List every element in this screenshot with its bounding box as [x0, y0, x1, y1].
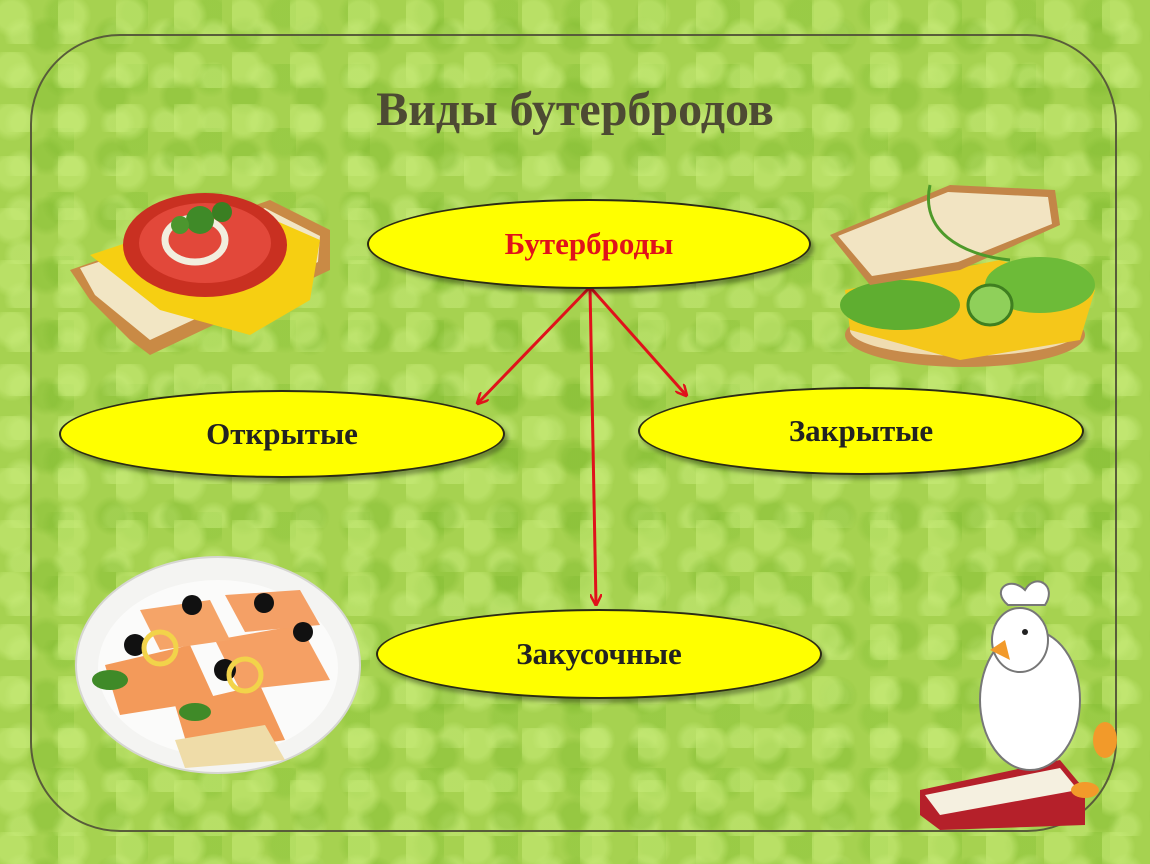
node-closed-label: Закрытые	[788, 413, 934, 448]
node-closed-sandwiches: Закрытые	[638, 387, 1084, 475]
page-title: Виды бутербродов	[376, 83, 774, 136]
closed-sandwich-image	[830, 184, 1095, 367]
chef-duck-image	[920, 580, 1117, 830]
node-open-label: Открытые	[206, 416, 358, 451]
content-frame	[30, 34, 1117, 832]
node-sandwiches: Бутерброды	[367, 199, 811, 289]
node-snack-sandwiches: Закусочные	[376, 609, 822, 699]
node-snack-label: Закусочные	[516, 636, 682, 671]
node-open-sandwiches: Открытые	[59, 390, 505, 478]
canape-plate-image	[75, 556, 361, 774]
arrow-to-snack	[588, 286, 596, 604]
arrow-to-closed	[588, 286, 686, 395]
open-sandwich-image	[70, 193, 330, 355]
arrow-to-open	[478, 285, 592, 403]
node-sandwiches-label: Бутерброды	[504, 226, 674, 261]
